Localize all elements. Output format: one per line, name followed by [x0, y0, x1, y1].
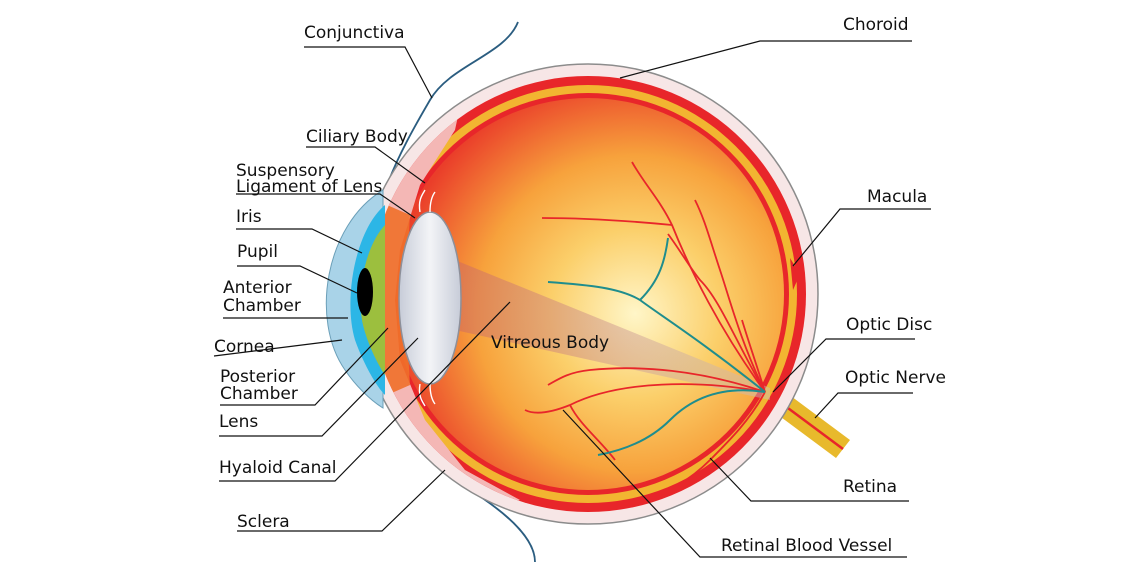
label-suspensory-line1: Suspensory — [236, 161, 335, 181]
pupil — [357, 268, 373, 316]
hyaloid-canal — [455, 260, 770, 400]
label-posterior-line1: Posterior — [220, 367, 295, 387]
label-cornea: Cornea — [214, 337, 275, 357]
macula-spot — [790, 258, 800, 290]
label-retinal-blood-vessel: Retinal Blood Vessel — [721, 536, 892, 556]
retinal-veins — [547, 237, 766, 456]
vitreous-body — [392, 98, 784, 490]
retinal-blood-vessels — [524, 161, 766, 486]
label-lens: Lens — [219, 412, 258, 432]
label-iris: Iris — [236, 207, 262, 227]
label-sclera: Sclera — [237, 512, 290, 532]
label-optic-nerve: Optic Nerve — [845, 368, 946, 388]
lens — [398, 211, 462, 385]
label-hyaloid-canal: Hyaloid Canal — [219, 458, 337, 478]
label-optic-disc: Optic Disc — [846, 315, 932, 335]
label-anterior-line1: Anterior — [223, 278, 292, 298]
label-choroid: Choroid — [843, 15, 909, 35]
label-conjunctiva: Conjunctiva — [304, 23, 405, 43]
label-suspensory-line2: Ligament of Lens — [236, 177, 382, 197]
label-pupil: Pupil — [237, 242, 278, 262]
anterior-chamber-fill — [370, 180, 410, 420]
label-anterior-line2: Chamber — [223, 296, 301, 316]
label-vitreous-body: Vitreous Body — [491, 333, 609, 353]
label-macula: Macula — [867, 187, 927, 207]
label-posterior-line2: Chamber — [220, 384, 298, 404]
label-ciliary-body: Ciliary Body — [306, 127, 408, 147]
label-retina: Retina — [843, 477, 897, 497]
suspensory-ligament — [418, 189, 436, 407]
leader-lines — [213, 40, 931, 558]
